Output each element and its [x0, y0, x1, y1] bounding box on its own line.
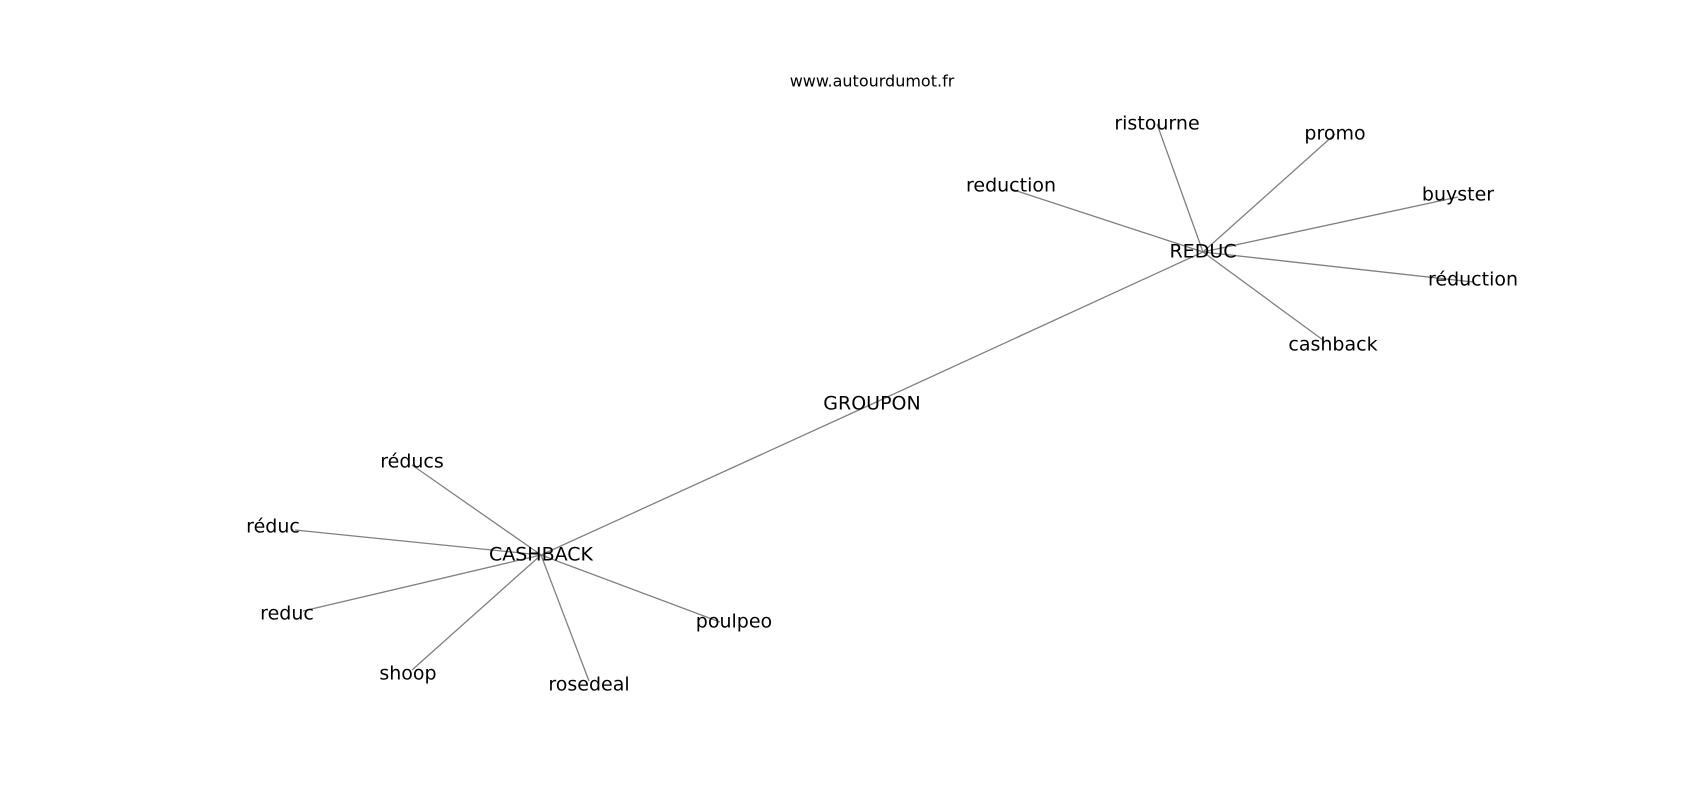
node-label: rosedeal: [548, 674, 629, 696]
node-label: ristourne: [1114, 113, 1199, 135]
nodes-layer: GROUPON REDUC CASHBACK ristourne promo reduct…: [246, 113, 1518, 696]
edge-GROUPON-CASHBACK: [540, 403, 873, 556]
node-label: poulpeo: [696, 611, 772, 633]
edge-REDUC-buyster: [1202, 196, 1459, 253]
edge-REDUC-promo: [1202, 133, 1336, 253]
node-label: shoop: [379, 663, 436, 685]
node-label: réduction: [1428, 269, 1518, 291]
edge-CASHBACK-réducs: [411, 464, 542, 556]
edges-layer: [294, 123, 1474, 682]
edge-REDUC-ristourne: [1156, 123, 1204, 253]
edge-GROUPON-REDUC: [871, 251, 1204, 405]
node-label: réducs: [380, 451, 444, 473]
node-label: REDUC: [1169, 241, 1236, 263]
edge-CASHBACK-reduc: [302, 554, 542, 612]
node-label: promo: [1304, 123, 1365, 145]
node-label: reduction: [966, 175, 1056, 197]
watermark-text: www.autourdumot.fr: [790, 72, 955, 91]
edge-CASHBACK-shoop: [411, 554, 542, 671]
node-label: buyster: [1422, 184, 1494, 206]
edge-REDUC-réduction: [1202, 251, 1474, 283]
edge-CASHBACK-rosedeal: [540, 554, 590, 682]
edge-REDUC-reduction: [1010, 188, 1204, 253]
node-label: réduc: [246, 516, 300, 538]
node-label: cashback: [1288, 334, 1377, 356]
node-label: GROUPON: [823, 393, 920, 415]
edge-CASHBACK-poulpeo: [540, 554, 721, 623]
node-label: CASHBACK: [489, 544, 594, 566]
node-label: reduc: [260, 603, 314, 625]
edge-CASHBACK-réduc: [294, 529, 542, 556]
edge-REDUC-cashback: [1202, 251, 1324, 341]
